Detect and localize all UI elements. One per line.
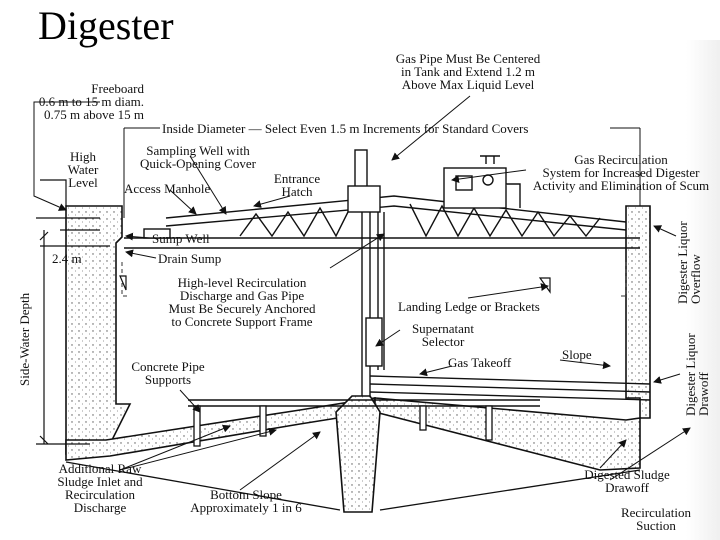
label-sampling-well: Sampling Well with Quick-Opening Cover [130,144,266,170]
label-raw-sludge-line4: Discharge [73,500,127,515]
label-digested-sludge-drawoff: Digested Sludge Drawoff [562,468,692,494]
label-sampling-well-line1: Sampling Well with [146,143,250,158]
label-freeboard-line2: 0.6 m to 15 m diam. [38,94,144,109]
label-drain-sump: Drain Sump [158,251,222,266]
label-bottom-slope-line1: Bottom Slope [210,487,282,502]
label-recirc-suction-line2: Suction [636,518,676,533]
label-freeboard-line3: 0.75 m above 15 m [43,107,144,122]
bottom-slope-lines [65,461,641,511]
label-landing-ledge: Landing Ledge or Brackets [398,299,540,314]
label-digested-line1: Digested Sludge [584,467,670,482]
label-recirc-suction-line1: Recirculation [620,505,692,520]
label-high-water-level: High Water Level [56,150,110,189]
label-high-water-line2: Water [67,162,99,177]
label-high-water-line3: Level [68,175,98,190]
label-high-level-recirculation: High-level Recirculation Discharge and G… [154,276,330,328]
label-gas-pipe: Gas Pipe Must Be Centered in Tank and Ex… [380,52,556,91]
label-supernatant-line1: Supernatant [411,321,475,336]
label-digester-liquor-drawoff: Digester Liquor Drawoff [683,333,711,416]
label-bottom-slope: Bottom Slope Approximately 1 in 6 [176,488,316,514]
side-water-depth-dimension [36,179,110,445]
label-overflow-line2: Overflow [688,254,703,304]
label-gas-recirc-line2: System for Increased Digester [542,165,700,180]
label-gas-pipe-line2: in Tank and Extend 1.2 m [401,64,535,79]
gas-recirculation-housing [443,155,521,209]
label-hlr-line1: High-level Recirculation [177,275,307,290]
label-gas-recirculation: Gas Recirculation System for Increased D… [516,153,720,192]
label-gas-recirc-line3: Activity and Elimination of Scum [532,178,710,193]
cover-truss [124,195,640,249]
leader-lines [33,95,691,491]
label-raw-sludge-line3: Recirculation [64,487,136,502]
label-hlr-line2: Discharge and Gas Pipe [179,288,305,303]
label-concrete-pipe-line1: Concrete Pipe [131,359,205,374]
label-gas-pipe-line1: Gas Pipe Must Be Centered [395,51,541,66]
gas-takeoff-pipes [188,375,651,407]
label-supernatant-line2: Selector [421,334,465,349]
label-entrance-hatch: Entrance Hatch [262,172,332,198]
label-side-water-depth: Side-Water Depth [17,292,32,386]
page-edge-shadow [686,40,720,540]
label-sump-well: Sump Well [152,231,210,246]
label-digested-line2: Drawoff [605,480,649,495]
central-gas-pipe [347,149,385,396]
label-concrete-pipe-supports: Concrete Pipe Supports [118,360,218,386]
label-2-4-m: 2.4 m [52,251,82,266]
label-sampling-well-line2: Quick-Opening Cover [140,156,256,171]
label-hlr-line4: to Concrete Support Frame [171,314,313,329]
label-recirculation-suction: Recirculation Suction [608,506,704,532]
label-raw-sludge-line2: Sludge Inlet and [57,474,143,489]
label-entrance-hatch-line1: Entrance [273,171,321,186]
label-slope: Slope [562,347,592,362]
label-entrance-hatch-line2: Hatch [281,184,313,199]
label-freeboard-line1: Freeboard [91,81,144,96]
tank-walls [65,205,651,513]
label-gas-takeoff: Gas Takeoff [448,355,512,370]
label-digester-liquor-overflow: Digester Liquor Overflow [675,221,703,304]
page-title: Digester [38,3,174,48]
label-concrete-pipe-line2: Supports [144,372,192,387]
label-inside-diameter: Inside Diameter — Select Even 1.5 m Incr… [162,121,529,136]
label-bottom-slope-line2: Approximately 1 in 6 [190,500,302,515]
label-gas-pipe-line3: Above Max Liquid Level [401,77,535,92]
label-hlr-line3: Must Be Securely Anchored [168,301,316,316]
label-drawoff-line2: Drawoff [696,372,711,416]
label-raw-sludge-line1: Additional Raw [58,461,142,476]
label-additional-raw-sludge: Additional Raw Sludge Inlet and Recircul… [44,462,156,514]
label-supernatant-selector: Supernatant Selector [398,322,488,348]
label-access-manhole: Access Manhole [124,181,211,196]
label-gas-recirc-line1: Gas Recirculation [574,152,668,167]
label-freeboard: Freeboard 0.6 m to 15 m diam. 0.75 m abo… [12,82,144,121]
label-high-water-line1: High [70,149,96,164]
